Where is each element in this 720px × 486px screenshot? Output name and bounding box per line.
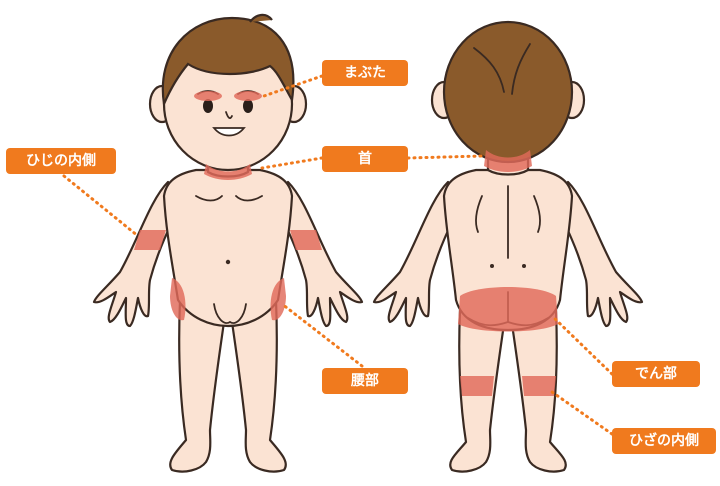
label-back-of-knee: ひざの内側 [612, 428, 716, 454]
leader-back-of-knee [552, 392, 612, 434]
label-inner-elbow: ひじの内側 [6, 148, 116, 174]
leader-neck-front [262, 158, 322, 168]
leader-buttocks [552, 316, 612, 374]
back-figure [374, 22, 642, 472]
front-eyelid-rash-right [234, 91, 262, 101]
label-waist: 腰部 [322, 368, 408, 394]
label-eyelids: まぶた [322, 60, 408, 86]
label-buttocks: でん部 [612, 361, 700, 387]
back-knee-rash-left [460, 376, 494, 396]
back-knee-rash-right [522, 376, 556, 396]
back-buttocks-rash [458, 287, 558, 332]
label-neck: 首 [322, 146, 408, 172]
leader-neck-back [408, 156, 482, 158]
leader-inner-elbow [64, 176, 138, 236]
front-eyelid-rash-left [194, 91, 222, 101]
